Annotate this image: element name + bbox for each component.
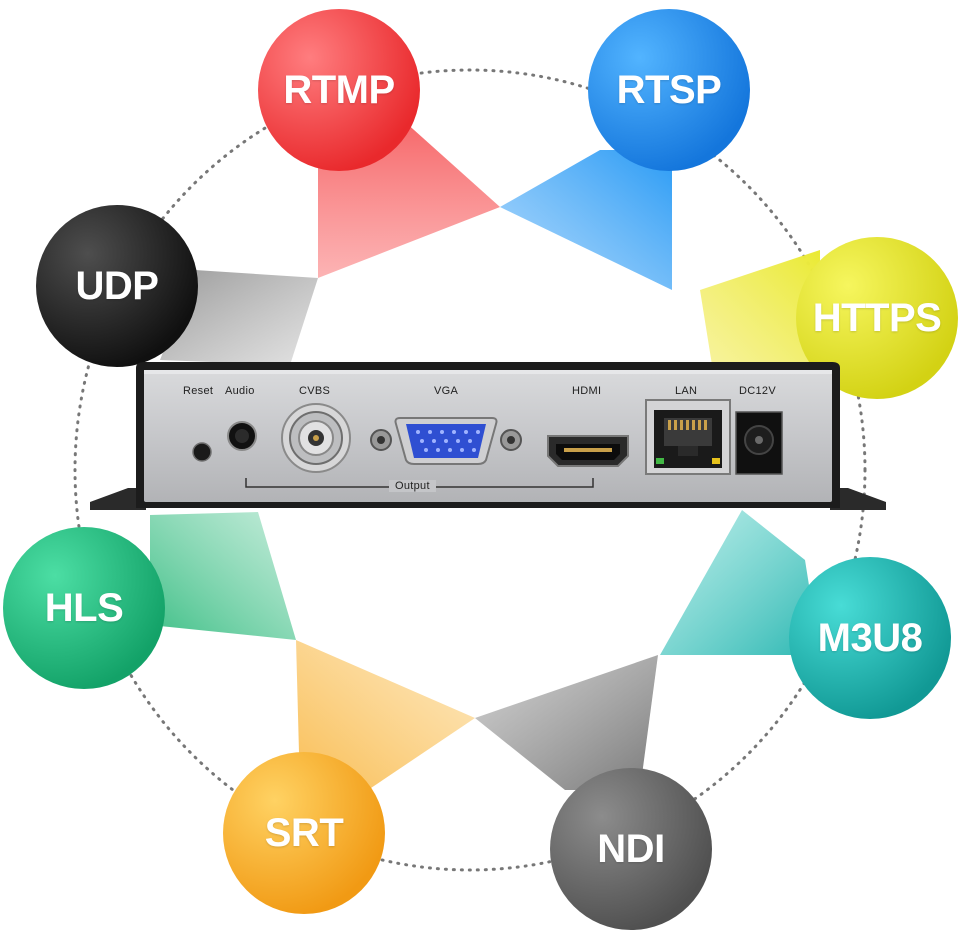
cvbs-label: CVBS (299, 385, 331, 397)
ndi-circle: NDI (550, 768, 712, 930)
srt-label: SRT (264, 810, 344, 855)
rtsp-beam (500, 150, 672, 290)
encoder-device: Reset Audio CVBS VGA HDMI LAN DC12V Outp… (88, 360, 888, 520)
dotted-ring (73, 68, 867, 872)
lan-label: LAN (675, 385, 698, 397)
m3u8-label: M3U8 (817, 615, 923, 660)
hls-label: HLS (44, 585, 124, 630)
udp-beam (160, 270, 318, 365)
audio-label: Audio (225, 385, 255, 397)
hls-beam (150, 512, 296, 640)
udp-label: UDP (75, 263, 159, 308)
reset-label: Reset (183, 385, 214, 397)
rtsp-circle: RTSP (588, 9, 750, 171)
ndi-label: NDI (597, 826, 665, 871)
https-label: HTTPS (812, 295, 942, 340)
rtmp-label: RTMP (283, 67, 395, 112)
srt-circle: SRT (223, 752, 385, 914)
output-label: Output (389, 480, 436, 492)
udp-circle: UDP (36, 205, 198, 367)
vga-label: VGA (434, 385, 459, 397)
m3u8-beam (660, 510, 820, 655)
hls-circle: HLS (3, 527, 165, 689)
hdmi-label: HDMI (572, 385, 602, 397)
ndi-beam (475, 655, 658, 790)
device-body (90, 362, 886, 510)
dc12v-label: DC12V (739, 385, 776, 397)
rtsp-label: RTSP (616, 67, 722, 112)
https-beam (700, 250, 820, 370)
srt-beam (296, 640, 475, 790)
m3u8-circle: M3U8 (789, 557, 951, 719)
rtmp-circle: RTMP (258, 9, 420, 171)
